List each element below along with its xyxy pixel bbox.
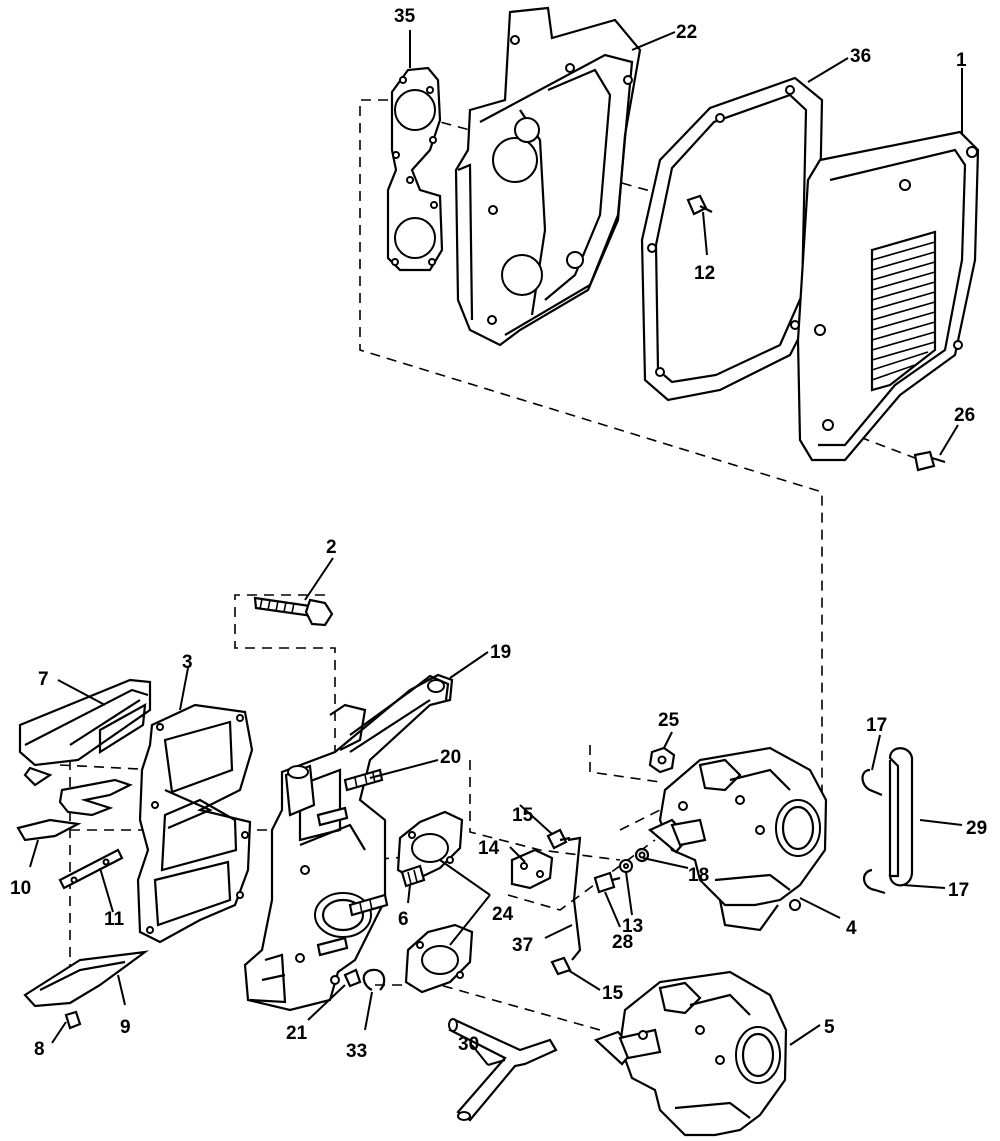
reed-stop-11 [58, 848, 124, 890]
hose-clip-17-upper [861, 768, 883, 797]
label-20: 20 [440, 747, 461, 768]
label-15-upper: 15 [512, 805, 534, 826]
label-21: 21 [286, 1023, 308, 1044]
label-10: 10 [10, 878, 31, 899]
carburetor-4 [647, 746, 828, 932]
label-7: 7 [38, 669, 49, 690]
label-19: 19 [490, 642, 511, 663]
nut-25 [648, 746, 676, 774]
label-11: 11 [104, 909, 125, 930]
carb-gasket-24-upper [396, 810, 464, 882]
screw-28 [593, 871, 621, 894]
manifold-gasket-3 [136, 703, 254, 944]
label-25: 25 [658, 710, 680, 731]
reed-petal-10 [16, 778, 133, 842]
label-13: 13 [622, 916, 643, 937]
label-15-lower: 15 [602, 983, 624, 1004]
label-8: 8 [34, 1039, 45, 1060]
label-9: 9 [120, 1017, 131, 1038]
stud-20 [316, 768, 389, 957]
fitting-15-upper [546, 828, 571, 850]
label-33: 33 [346, 1041, 367, 1062]
label-26: 26 [954, 405, 975, 426]
label-37: 37 [512, 935, 533, 956]
label-2: 2 [326, 537, 337, 558]
label-36: 36 [850, 46, 871, 67]
part-labels: 35 22 36 1 12 26 2 19 7 3 20 25 17 29 15… [10, 6, 987, 1062]
clip-33 [362, 968, 386, 991]
label-24: 24 [492, 904, 514, 925]
leader-lines [29, 30, 963, 1066]
reed-plate-9 [23, 950, 150, 1008]
screw-12 [686, 194, 713, 216]
label-3: 3 [182, 652, 193, 673]
intake-manifold-19 [243, 673, 454, 1012]
label-14: 14 [478, 838, 500, 859]
fitting-21 [343, 968, 362, 988]
silencer-base-22 [454, 6, 642, 347]
reed-block-7 [18, 678, 152, 787]
screw-6 [400, 864, 426, 888]
carb-gasket-24-lower [404, 923, 474, 994]
silencer-cover-1 [796, 130, 980, 462]
hose-clip-17-lower [863, 868, 886, 895]
label-1: 1 [956, 50, 967, 71]
label-22: 22 [676, 22, 697, 43]
label-35: 35 [394, 6, 416, 27]
label-5: 5 [824, 1017, 835, 1038]
label-4: 4 [846, 918, 857, 939]
label-18: 18 [688, 865, 709, 886]
screw-26 [913, 450, 946, 472]
fuel-hose-30 [448, 1018, 558, 1122]
label-17-lower: 17 [948, 880, 969, 901]
washer-13 [619, 859, 633, 873]
label-30: 30 [458, 1034, 479, 1055]
label-12: 12 [694, 263, 715, 284]
fitting-15-lower [550, 956, 572, 976]
label-28: 28 [612, 932, 633, 953]
label-6: 6 [398, 909, 409, 930]
intake-gasket-35 [386, 66, 444, 272]
bolt-2 [253, 596, 334, 627]
fuel-hose-29 [888, 747, 914, 887]
label-17-upper: 17 [866, 715, 887, 736]
screw-8 [64, 1010, 82, 1030]
label-29: 29 [966, 818, 987, 839]
silencer-gasket-36 [640, 76, 824, 402]
cover-grille-lines [871, 241, 936, 381]
carburetor-5 [593, 970, 788, 1137]
link-rod-37 [567, 836, 582, 961]
